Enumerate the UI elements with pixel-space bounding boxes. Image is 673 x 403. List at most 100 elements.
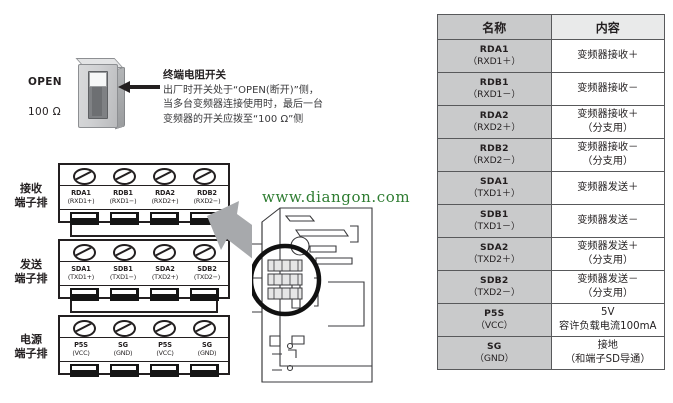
row-content-line-1: 变频器发送＋ <box>577 241 639 253</box>
table-row: P5S （VCC） 5V 容许负载电流100mA <box>437 303 665 337</box>
row-name: P5S <box>484 307 505 319</box>
terminal-label: P5S (VCC) <box>144 342 186 356</box>
send-terminal-block-label: 发送 端子排 <box>8 258 54 287</box>
terminal-alias: (TXD1+) <box>67 272 95 281</box>
terminal-alias: (RXD1+) <box>67 196 95 205</box>
wire-slot[interactable] <box>109 211 139 225</box>
switch-annotation-line-1: 出厂时开关处于“OPEN(断开)”侧， <box>163 85 319 97</box>
wire-slot[interactable] <box>69 211 99 225</box>
wire-slot[interactable] <box>189 363 219 377</box>
power-terminal-block-label: 电源 端子排 <box>8 333 54 362</box>
terminal-name: SDA1 <box>71 265 91 274</box>
terminal-alias: (RXD1−) <box>109 196 137 205</box>
row-name-alias: （GND） <box>474 353 514 364</box>
wire-slot-row <box>60 210 228 225</box>
screw-icon[interactable] <box>192 167 216 185</box>
terminal-label-row: SDA1 (TXD1+) SDB1 (TXD1−) SDA2 (TXD2+) S… <box>60 261 228 286</box>
switch-annotation: 终端电阻开关 出厂时开关处于“OPEN(断开)”侧， 当多台变频器连接使用时，最… <box>163 69 343 127</box>
screw-icon[interactable] <box>152 167 176 185</box>
terminating-resistor-switch-illustration: OPEN 100 Ω <box>28 58 153 140</box>
terminal-name: SG <box>202 341 212 350</box>
row-content-cell: 变频器发送－ （分支用） <box>550 270 665 304</box>
row-content-cell: 变频器接收＋ （分支用） <box>550 105 665 139</box>
row-content-line-1: 变频器发送－ <box>577 274 639 286</box>
screw-icon[interactable] <box>192 243 216 261</box>
wire-slot[interactable] <box>69 363 99 377</box>
receive-terminal-block-label: 接收 端子排 <box>8 182 54 211</box>
row-name: SDA1 <box>479 175 509 187</box>
screw-icon[interactable] <box>152 243 176 261</box>
screw-icon[interactable] <box>112 243 136 261</box>
table-header-row: 名称 内容 <box>437 14 665 40</box>
send-label-line-2: 端子排 <box>14 272 48 286</box>
screw-row <box>60 317 228 337</box>
wire-slot[interactable] <box>189 287 219 301</box>
screw-icon[interactable] <box>112 319 136 337</box>
receive-label-line-1: 接收 <box>20 182 42 195</box>
row-name: RDA1 <box>479 43 509 55</box>
row-name-alias: （RXD1－） <box>468 89 521 100</box>
row-name-cell: SDB2 （TXD2－） <box>437 270 552 304</box>
terminal-alias: (TXD1−) <box>109 272 137 281</box>
header-content: 内容 <box>550 14 665 40</box>
screw-icon[interactable] <box>152 319 176 337</box>
wire-slot[interactable] <box>109 287 139 301</box>
wire-slot[interactable] <box>69 287 99 301</box>
switch-annotation-line-2: 当多台变频器连接使用时，最后一台 <box>163 99 323 111</box>
row-content-cell: 接地 （和端子SD导通） <box>550 336 665 370</box>
wire-slot[interactable] <box>149 211 179 225</box>
terminal-name: SDB1 <box>113 265 133 274</box>
row-content-line-1: 变频器发送＋ <box>577 182 639 194</box>
terminal-label: RDA1 (RXD1+) <box>60 190 102 204</box>
row-content-line-2: （分支用） <box>582 255 634 266</box>
terminal-label: SG (GND) <box>102 342 144 356</box>
row-content-line-1: 变频器发送－ <box>577 215 639 227</box>
row-name-alias: （TXD1－） <box>468 221 521 232</box>
table-row: RDB2 （RXD2－） 变频器接收－ （分支用） <box>437 138 665 172</box>
row-content-line-2: （分支用） <box>582 156 634 167</box>
terminal-alias: (GND) <box>197 348 217 357</box>
diagram-panel: OPEN 100 Ω 终端电阻开关 出厂时开关处于“OPEN(断开)”侧， 当多… <box>0 0 432 403</box>
terminal-label-row: P5S (VCC) SG (GND) P5S (VCC) SG (GND) <box>60 337 228 362</box>
row-name-cell: SDA1 （TXD1＋） <box>437 171 552 205</box>
row-name: RDB1 <box>479 76 509 88</box>
row-name-cell: SG （GND） <box>437 336 552 370</box>
table-row: SG （GND） 接地 （和端子SD导通） <box>437 336 665 370</box>
row-content-line-1: 变频器接收＋ <box>577 50 639 62</box>
row-content-cell: 变频器接收－ <box>550 72 665 106</box>
screw-row <box>60 165 228 185</box>
terminal-alias: (VCC) <box>72 348 90 357</box>
wire-slot[interactable] <box>109 363 139 377</box>
row-content-line-1: 变频器接收－ <box>577 142 639 154</box>
terminal-name: RDB2 <box>197 189 217 198</box>
screw-icon[interactable] <box>72 243 96 261</box>
terminal-label: SG (GND) <box>186 342 228 356</box>
row-name-cell: SDA2 （TXD2＋） <box>437 237 552 271</box>
wire-slot[interactable] <box>149 363 179 377</box>
screw-icon[interactable] <box>192 319 216 337</box>
row-name: SG <box>486 340 502 352</box>
row-name: RDA2 <box>479 109 509 121</box>
wire-slot[interactable] <box>149 287 179 301</box>
row-content-line-1: 变频器接收－ <box>577 83 639 95</box>
screw-icon[interactable] <box>72 319 96 337</box>
row-name-cell: RDA2 （RXD2＋） <box>437 105 552 139</box>
switch-actuator[interactable] <box>89 72 107 87</box>
screw-icon[interactable] <box>72 167 96 185</box>
row-content-line-1: 5V <box>601 307 615 319</box>
terminal-alias: (GND) <box>113 348 133 357</box>
table-row: SDA2 （TXD2＋） 变频器发送＋ （分支用） <box>437 237 665 271</box>
screw-icon[interactable] <box>112 167 136 185</box>
row-content-cell: 变频器发送－ <box>550 204 665 238</box>
row-name-alias: （RXD1＋） <box>468 56 521 67</box>
send-label-line-1: 发送 <box>20 258 42 271</box>
terminal-name: SDB2 <box>197 265 217 274</box>
row-name-cell: RDB2 （RXD2－） <box>437 138 552 172</box>
terminal-label: SDA2 (TXD2+) <box>144 266 186 280</box>
terminal-name: RDA2 <box>155 189 175 198</box>
terminal-alias: (RXD2+) <box>151 196 179 205</box>
row-name-cell: SDB1 （TXD1－） <box>437 204 552 238</box>
table-row: RDA1 （RXD1＋） 变频器接收＋ <box>437 39 665 73</box>
terminal-alias: (VCC) <box>156 348 174 357</box>
power-terminal-block: P5S (VCC) SG (GND) P5S (VCC) SG (GND) <box>58 315 230 377</box>
